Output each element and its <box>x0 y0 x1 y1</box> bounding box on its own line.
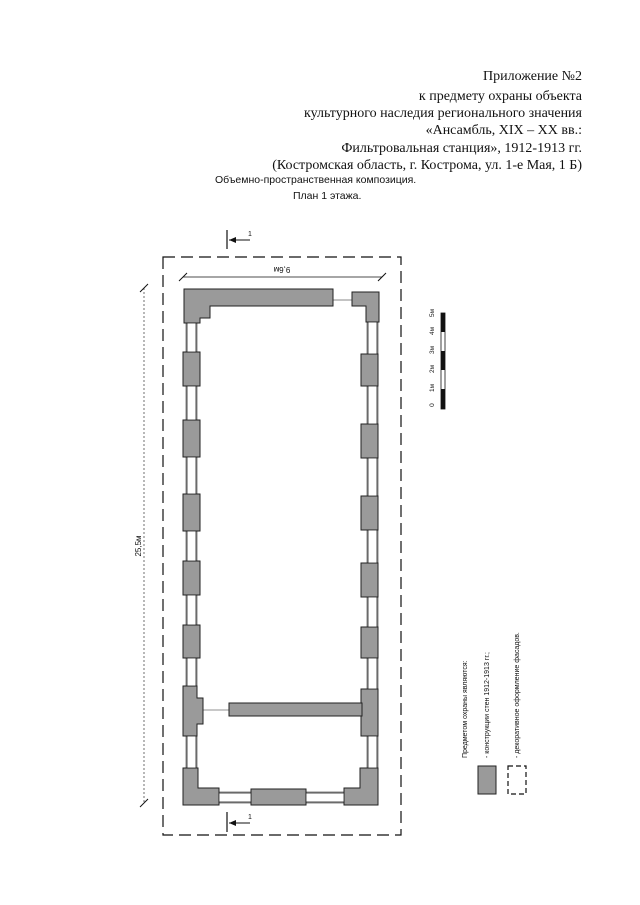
window <box>186 657 197 687</box>
window <box>367 457 378 497</box>
wall-pier-left <box>182 351 201 387</box>
wall-pier-left-junction <box>182 685 204 737</box>
wall-pier-right <box>360 562 379 598</box>
wall-pier-left <box>182 560 201 596</box>
window <box>367 529 378 564</box>
section-mark-label: 1 <box>248 231 252 238</box>
window <box>186 456 197 495</box>
wall-pier-left <box>182 493 201 532</box>
length-label: 25,5м <box>134 535 143 556</box>
length-dimension: 25,5м <box>134 283 149 808</box>
scale-label: 2м <box>429 364 436 373</box>
legend-item-walls: - конструкции стен 1912-1913 гг.; <box>484 652 491 758</box>
legend-swatch-walls <box>477 765 497 795</box>
facade-boundary <box>162 256 402 836</box>
window <box>186 594 197 626</box>
wall-interior-partition <box>228 702 363 717</box>
window <box>186 530 197 562</box>
scale-label: 3м <box>429 345 436 354</box>
section-mark-top: 1 <box>226 230 252 249</box>
wall-top <box>183 288 334 324</box>
window <box>367 321 378 355</box>
wall-pier-left <box>182 624 201 659</box>
header-line-5: Фильтровальная станция», 1912-1913 гг. <box>341 141 582 156</box>
wall-pier-right <box>360 626 379 659</box>
header-line-3: культурного наследия регионального значе… <box>303 106 582 121</box>
scale-label: 5м <box>429 308 436 317</box>
legend-swatch-facade <box>507 765 527 795</box>
wall-corner-bottom-right <box>343 767 379 806</box>
window <box>367 657 378 690</box>
wall-pier-left <box>182 419 201 458</box>
window <box>367 596 378 628</box>
wall-corner-bottom-left <box>182 767 220 806</box>
window <box>218 792 252 803</box>
legend: Предметом охраны являются: - конструкции… <box>462 632 527 795</box>
scale-label: 4м <box>429 326 436 335</box>
wall-pier-right <box>360 688 379 737</box>
window <box>305 792 345 803</box>
wall-pier-right <box>360 495 379 531</box>
wall-pier-right <box>360 423 379 459</box>
width-label: 9,6м <box>274 265 291 274</box>
window <box>186 385 197 421</box>
header-line-2: к предмету охраны объекта <box>418 89 582 104</box>
section-mark-bottom: 1 <box>226 812 252 832</box>
subheader-plan-title: План 1 этажа. <box>293 190 362 202</box>
subheader-composition: Объемно-пространственная композиция. <box>215 174 417 186</box>
walls-1912-1913 <box>182 288 380 806</box>
wall-pier-right <box>360 353 379 387</box>
header-line-6: (Костромская область, г. Кострома, ул. 1… <box>272 158 582 173</box>
window <box>367 735 378 769</box>
wall-axis-lines <box>185 299 379 804</box>
windows <box>186 321 378 803</box>
scale-label: 1м <box>429 383 436 392</box>
header-line-4: «Ансамбль, XIX – XX вв.: <box>425 123 582 138</box>
width-dimension: 9,6м <box>178 265 387 282</box>
scale-label: 0 <box>429 403 436 407</box>
scale-bar: 0 1м 2м 3м 4м 5м <box>429 308 446 410</box>
window <box>367 385 378 425</box>
window <box>186 322 197 353</box>
header-line-1: Приложение №2 <box>483 69 582 84</box>
legend-item-facade: - декоративное оформление фасадов. <box>514 632 521 758</box>
window <box>186 735 197 769</box>
section-mark-label: 1 <box>248 814 252 821</box>
legend-title: Предметом охраны являются: <box>462 660 469 758</box>
wall-bottom-middle <box>250 788 307 806</box>
wall-corner-top-right <box>351 291 380 323</box>
